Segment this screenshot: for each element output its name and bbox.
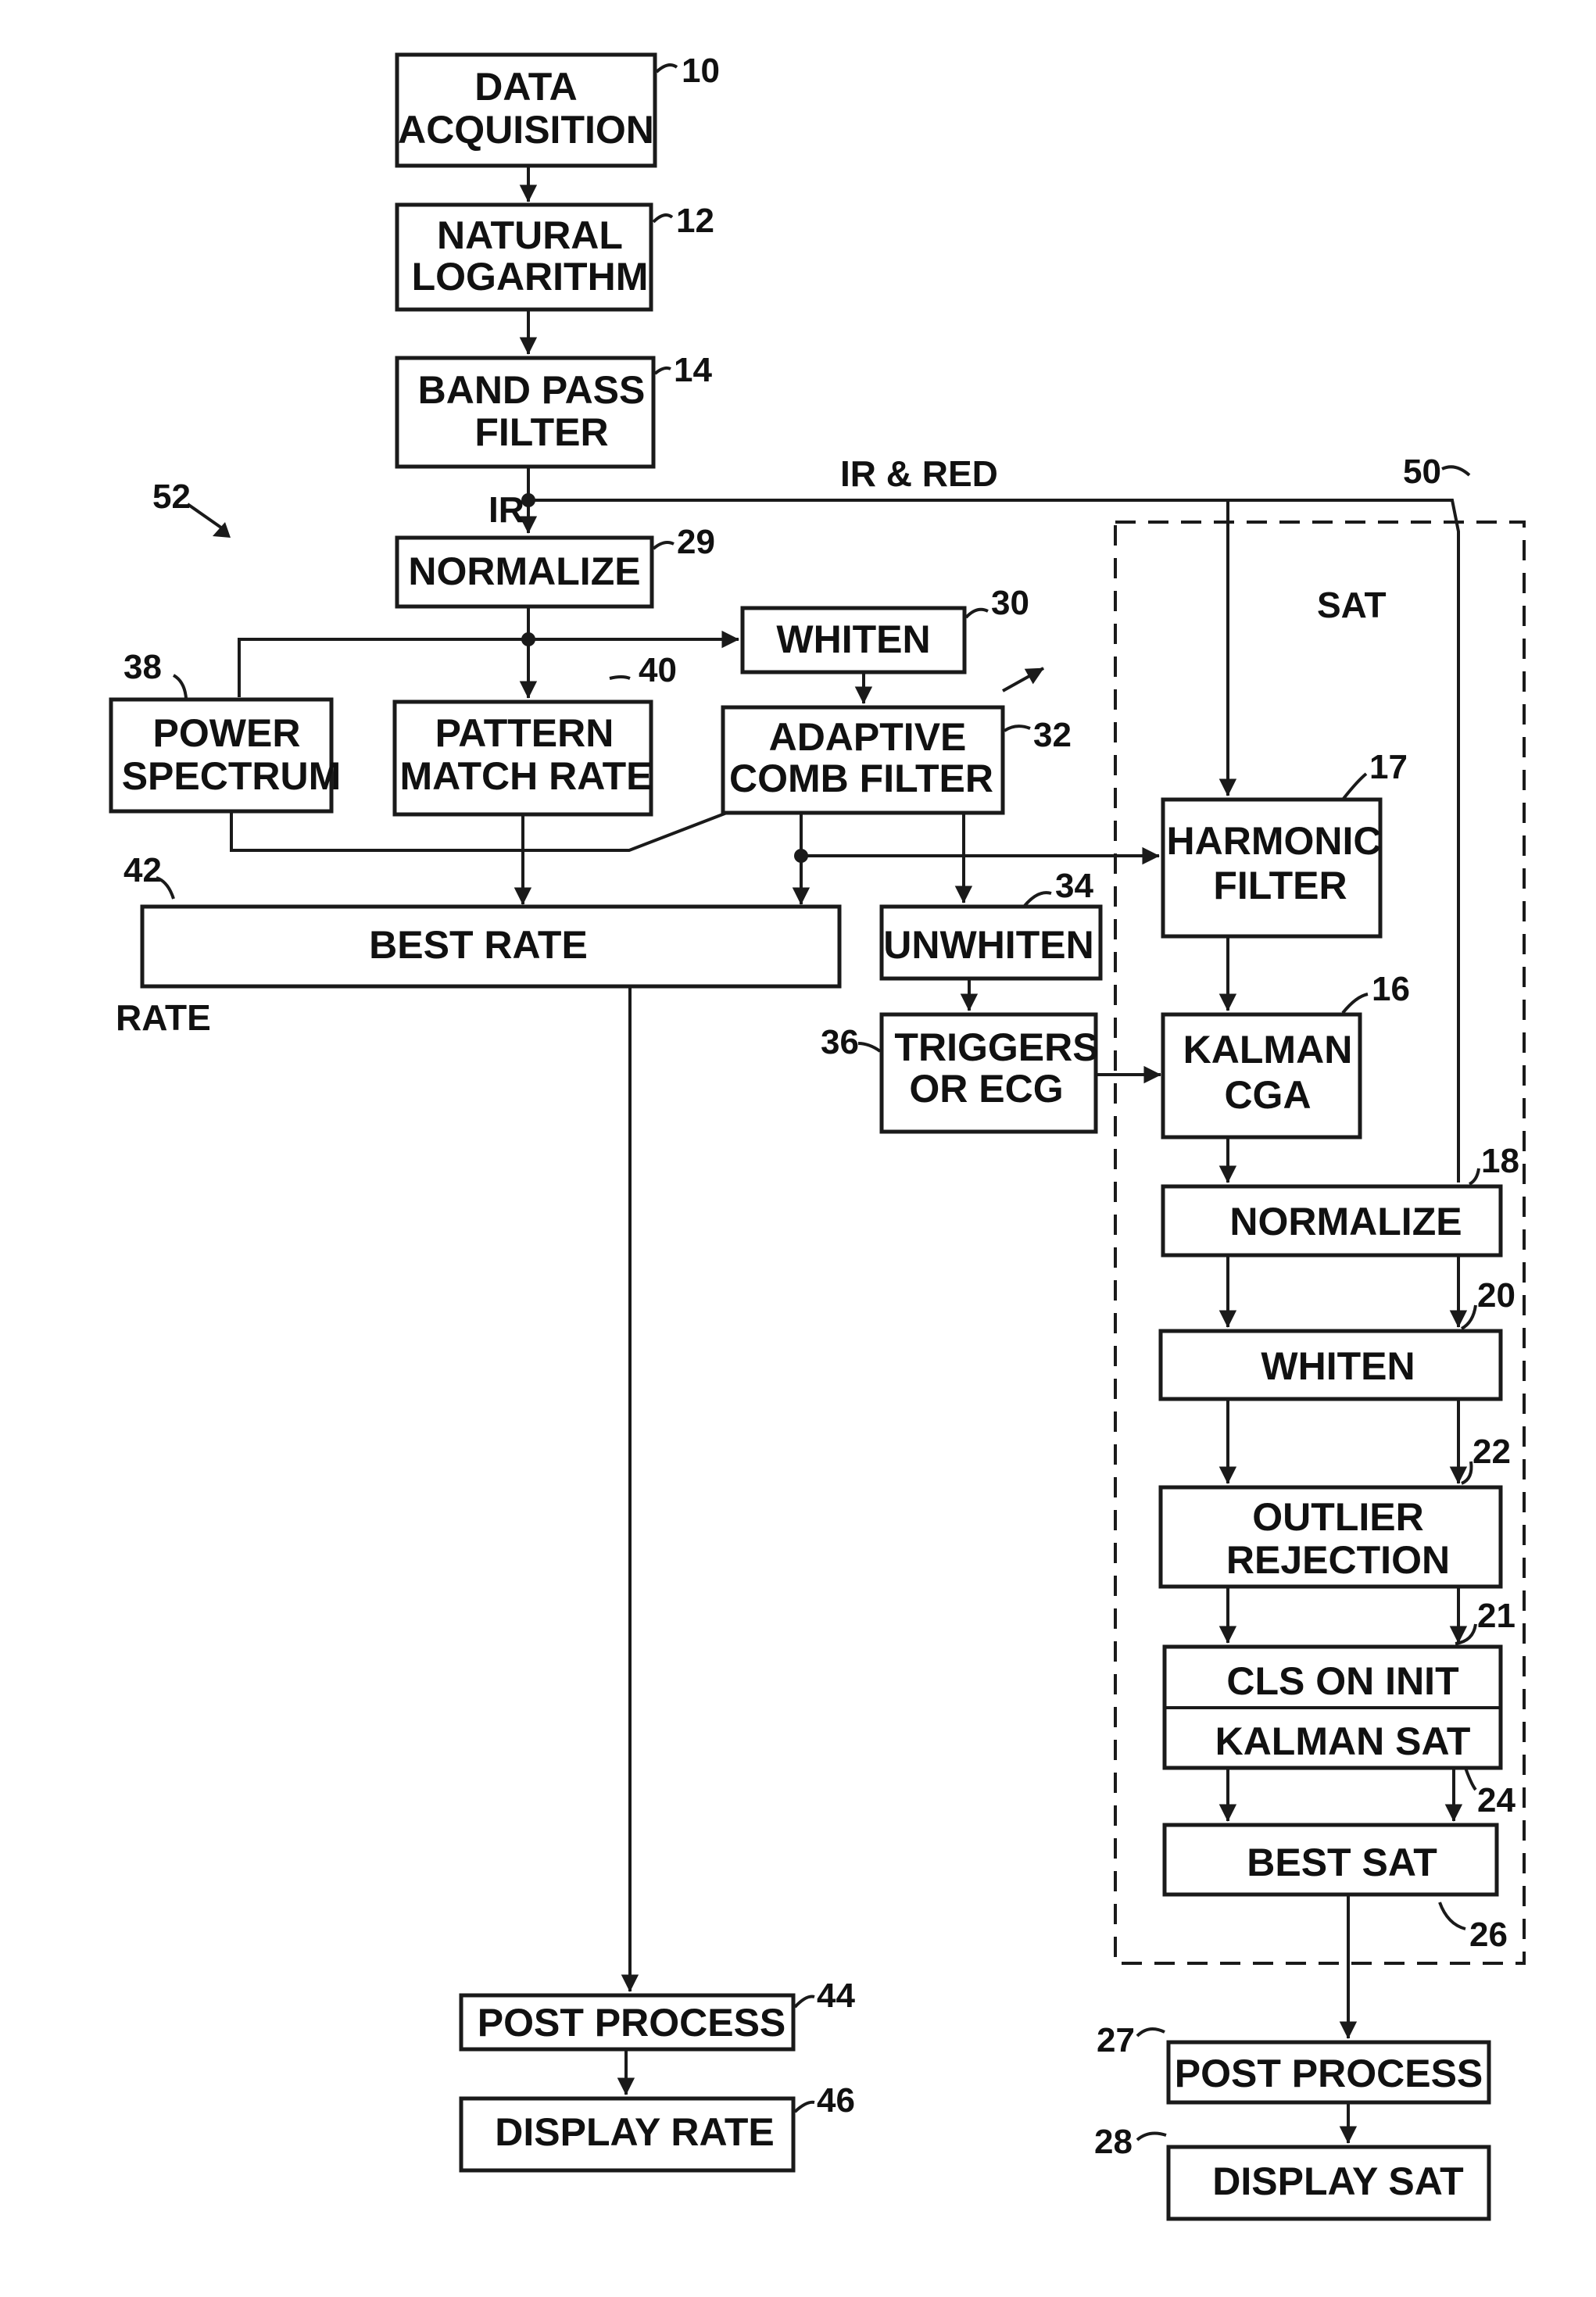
block-unwhiten-label: UNWHITEN [883, 923, 1093, 967]
block-best-rate-label: BEST RATE [369, 923, 588, 967]
ref-29: 29 [677, 523, 715, 561]
ir-and-red-label: IR & RED [840, 453, 998, 494]
block-kalman-cga-line-2: CGA [1224, 1073, 1311, 1117]
block-normalize-ir: NORMALIZE 29 [397, 523, 715, 606]
ref-10: 10 [682, 52, 720, 90]
block-natural-logarithm: NATURAL LOGARITHM 12 [397, 202, 714, 309]
ref-42: 42 [123, 851, 162, 889]
block-kalman-cga-line-1: KALMAN [1183, 1028, 1353, 1072]
block-unwhiten: UNWHITEN 34 [882, 867, 1100, 979]
ref-12: 12 [676, 202, 714, 240]
block-best-rate: BEST RATE 42 [123, 851, 839, 986]
block-whiten-sat: WHITEN 20 [1161, 1276, 1515, 1399]
block-display-sat: DISPLAY SAT 28 [1094, 2123, 1489, 2219]
block-outlier-rejection-line-1: OUTLIER [1252, 1495, 1423, 1539]
ref-34: 34 [1055, 867, 1093, 905]
block-data-acquisition: DATA ACQUISITION 10 [397, 52, 720, 166]
block-power-spectrum-line-2: SPECTRUM [122, 754, 342, 798]
ref-44: 44 [817, 1977, 855, 2015]
ref-46: 46 [817, 2081, 855, 2120]
ref-20: 20 [1477, 1276, 1515, 1315]
block-harmonic-filter-line-2: FILTER [1213, 864, 1347, 907]
block-harmonic-filter: HARMONIC FILTER 17 [1163, 748, 1408, 936]
block-natural-logarithm-line-2: LOGARITHM [412, 255, 649, 299]
block-adaptive-comb-filter-line-2: COMB FILTER [729, 757, 993, 800]
block-pattern-match-rate-line-1: PATTERN [435, 711, 614, 755]
ref-30: 30 [991, 584, 1029, 622]
ref-26: 26 [1469, 1916, 1508, 1954]
block-data-acquisition-line-1: DATA [474, 65, 577, 109]
block-whiten-rate-label: WHITEN [776, 617, 930, 661]
block-kalman-sat-label: KALMAN SAT [1215, 1719, 1471, 1763]
block-power-spectrum-line-1: POWER [153, 711, 301, 755]
block-kalman-cga: KALMAN CGA 16 [1163, 970, 1410, 1137]
block-post-process-rate: POST PROCESS 44 [461, 1977, 855, 2049]
block-whiten-sat-label: WHITEN [1261, 1344, 1415, 1388]
block-post-process-rate-label: POST PROCESS [478, 2001, 786, 2045]
ref-22: 22 [1473, 1433, 1511, 1471]
rate-label: RATE [116, 997, 211, 1038]
ref-24: 24 [1477, 1781, 1515, 1819]
block-post-process-sat: POST PROCESS 27 [1097, 2021, 1489, 2102]
block-cls-on-init-label: CLS ON INIT [1226, 1659, 1458, 1703]
block-band-pass-filter-line-1: BAND PASS [418, 368, 646, 412]
ref-52: 52 [152, 478, 191, 516]
block-triggers-or-ecg-line-1: TRIGGERS [894, 1025, 1098, 1069]
ref-32: 32 [1033, 716, 1072, 754]
block-pattern-match-rate: PATTERN MATCH RATE 40 [395, 651, 677, 814]
block-whiten-rate: WHITEN 30 [743, 584, 1029, 672]
block-adaptive-comb-filter: ADAPTIVE COMB FILTER 32 [723, 707, 1072, 813]
ref-17: 17 [1369, 748, 1408, 786]
block-best-sat-label: BEST SAT [1247, 1841, 1437, 1884]
block-display-rate: DISPLAY RATE 46 [461, 2081, 855, 2170]
block-pattern-match-rate-line-2: MATCH RATE [399, 754, 652, 798]
block-power-spectrum: POWER SPECTRUM 38 [111, 648, 341, 811]
ref-18: 18 [1481, 1142, 1519, 1180]
block-adaptive-comb-filter-line-1: ADAPTIVE [769, 715, 967, 759]
ref-14: 14 [674, 351, 712, 389]
block-triggers-or-ecg-line-2: OR ECG [909, 1067, 1063, 1111]
block-triggers-or-ecg: TRIGGERS OR ECG 36 [821, 1014, 1099, 1132]
sat-label: SAT [1317, 585, 1387, 625]
block-band-pass-filter-line-2: FILTER [474, 410, 608, 454]
ref-50: 50 [1403, 453, 1441, 491]
ref-38: 38 [123, 648, 162, 686]
block-normalize-sat: NORMALIZE 18 [1163, 1142, 1519, 1255]
block-normalize-ir-label: NORMALIZE [408, 549, 640, 593]
ref-36: 36 [821, 1023, 859, 1061]
block-harmonic-filter-line-1: HARMONIC [1167, 819, 1382, 863]
block-post-process-sat-label: POST PROCESS [1175, 2052, 1483, 2095]
ref-21: 21 [1477, 1597, 1515, 1635]
block-display-sat-label: DISPLAY SAT [1212, 2159, 1463, 2203]
block-best-sat: BEST SAT 26 [1165, 1825, 1508, 1954]
ir-label: IR [488, 489, 524, 530]
ref-16: 16 [1372, 970, 1410, 1008]
ref-27: 27 [1097, 2021, 1135, 2059]
ref-40: 40 [639, 651, 677, 689]
ref-28: 28 [1094, 2123, 1133, 2161]
block-cls-kalman-sat: CLS ON INIT KALMAN SAT 21 24 [1165, 1597, 1515, 1819]
block-data-acquisition-line-2: ACQUISITION [398, 108, 654, 152]
block-natural-logarithm-line-1: NATURAL [437, 213, 623, 257]
block-normalize-sat-label: NORMALIZE [1229, 1200, 1462, 1243]
block-outlier-rejection-line-2: REJECTION [1226, 1538, 1450, 1582]
block-display-rate-label: DISPLAY RATE [495, 2110, 775, 2154]
